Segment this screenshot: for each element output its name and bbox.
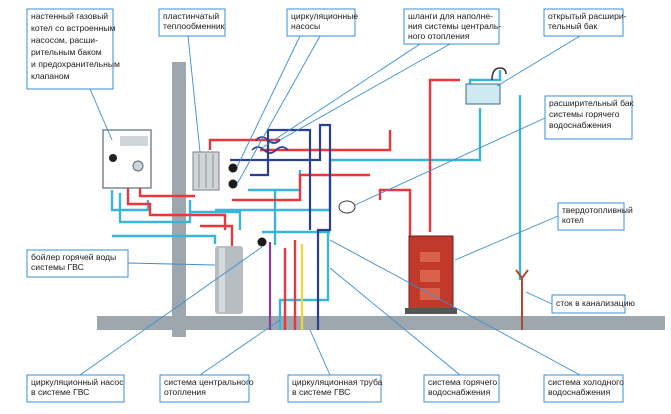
expansion-tank-hw — [338, 200, 356, 214]
label-box-circ-pumps — [286, 8, 356, 37]
label-gas-boiler-line: клапаном — [31, 71, 70, 81]
label-hot-water-sys-line: система горячего — [428, 377, 497, 387]
open-expansion-tank — [465, 67, 507, 105]
label-box-circ-pipe-hw — [287, 374, 382, 403]
label-box-central-heating — [159, 374, 250, 403]
label-open-tank-line: открытый расшири- — [548, 11, 627, 21]
leader-lines — [79, 35, 581, 376]
label-circ-pumps-line: насосы — [291, 21, 320, 31]
label-box-gas-boiler — [26, 8, 114, 90]
wall-column — [172, 62, 186, 337]
circulation-pipes — [230, 123, 332, 330]
hot-water-pipes — [126, 78, 460, 330]
label-hot-water-sys-line: водоснабжения — [428, 387, 491, 397]
drain-icon — [515, 269, 529, 330]
gas-wall-boiler — [102, 129, 152, 189]
label-hoses-line: шланги для наполне- — [408, 11, 493, 21]
label-central-heating-line: система центрального — [164, 377, 254, 387]
label-cold-water-sys-line: система холодного — [548, 377, 624, 387]
label-box-hot-water-sys — [423, 374, 500, 403]
floor-slab — [97, 316, 665, 330]
label-boxes — [26, 8, 633, 403]
label-boiler-hw-line: системы ГВС — [31, 262, 84, 272]
circulation-pump-icon — [228, 163, 267, 247]
label-open-tank-line: тельный бак — [548, 21, 597, 31]
label-gas-boiler-line: насосом, расши- — [31, 35, 98, 45]
label-gas-boiler-line: и предохранительным — [31, 59, 120, 69]
label-circ-pumps-line: циркуляционные — [291, 11, 358, 21]
label-circ-pipe-hw-line: в системе ГВС — [292, 387, 350, 397]
label-circ-pump-hw-line: циркуляционный насос — [31, 377, 124, 387]
label-gas-boiler-line: рительным баком — [31, 47, 102, 57]
label-box-exp-tank-hw — [544, 95, 633, 140]
label-exp-tank-hw-line: системы горячего — [549, 109, 620, 119]
label-exp-tank-hw-line: расширительный бак — [549, 98, 634, 108]
label-solid-boiler-line: твердотопливный — [562, 205, 633, 215]
label-hoses-line: ного отопления — [408, 31, 470, 41]
solid-fuel-boiler — [405, 235, 457, 314]
label-central-heating-line: отопления — [164, 387, 206, 397]
label-exp-tank-hw-line: водоснабжения — [549, 120, 612, 130]
label-gas-boiler-line: настенный газовый — [31, 11, 108, 21]
label-hoses-line: ния системы централь- — [408, 21, 501, 31]
label-box-plate-exchanger — [158, 8, 226, 37]
label-plate-exchanger-line: теплообменник — [163, 21, 225, 31]
label-drain-line: сток в канализацию — [556, 298, 636, 308]
label-circ-pump-hw-line: в системе ГВС — [31, 387, 89, 397]
label-cold-water-sys-line: водоснабжения — [548, 387, 611, 397]
label-circ-pipe-hw-line: циркуляционная труба — [292, 377, 383, 387]
label-boiler-hw-line: бойлер горячей воды — [31, 252, 116, 262]
hot-water-boiler-tank — [215, 246, 243, 314]
plate-heat-exchanger — [192, 151, 220, 191]
label-box-cold-water-sys — [543, 374, 624, 403]
hot-water-circ-pipes — [268, 242, 304, 330]
label-box-circ-pump-hw — [26, 374, 125, 403]
label-box-solid-boiler — [557, 202, 625, 231]
label-box-hoses — [403, 8, 500, 45]
label-plate-exchanger-line: пластинчатый — [163, 11, 219, 21]
label-box-open-tank — [543, 8, 624, 37]
label-texts: настенный газовый котел со встроенным насо… — [31, 11, 636, 397]
label-box-boiler-hw — [26, 249, 129, 278]
label-solid-boiler-line: котел — [562, 215, 584, 225]
label-gas-boiler-line: котел со встроенным — [31, 23, 115, 33]
